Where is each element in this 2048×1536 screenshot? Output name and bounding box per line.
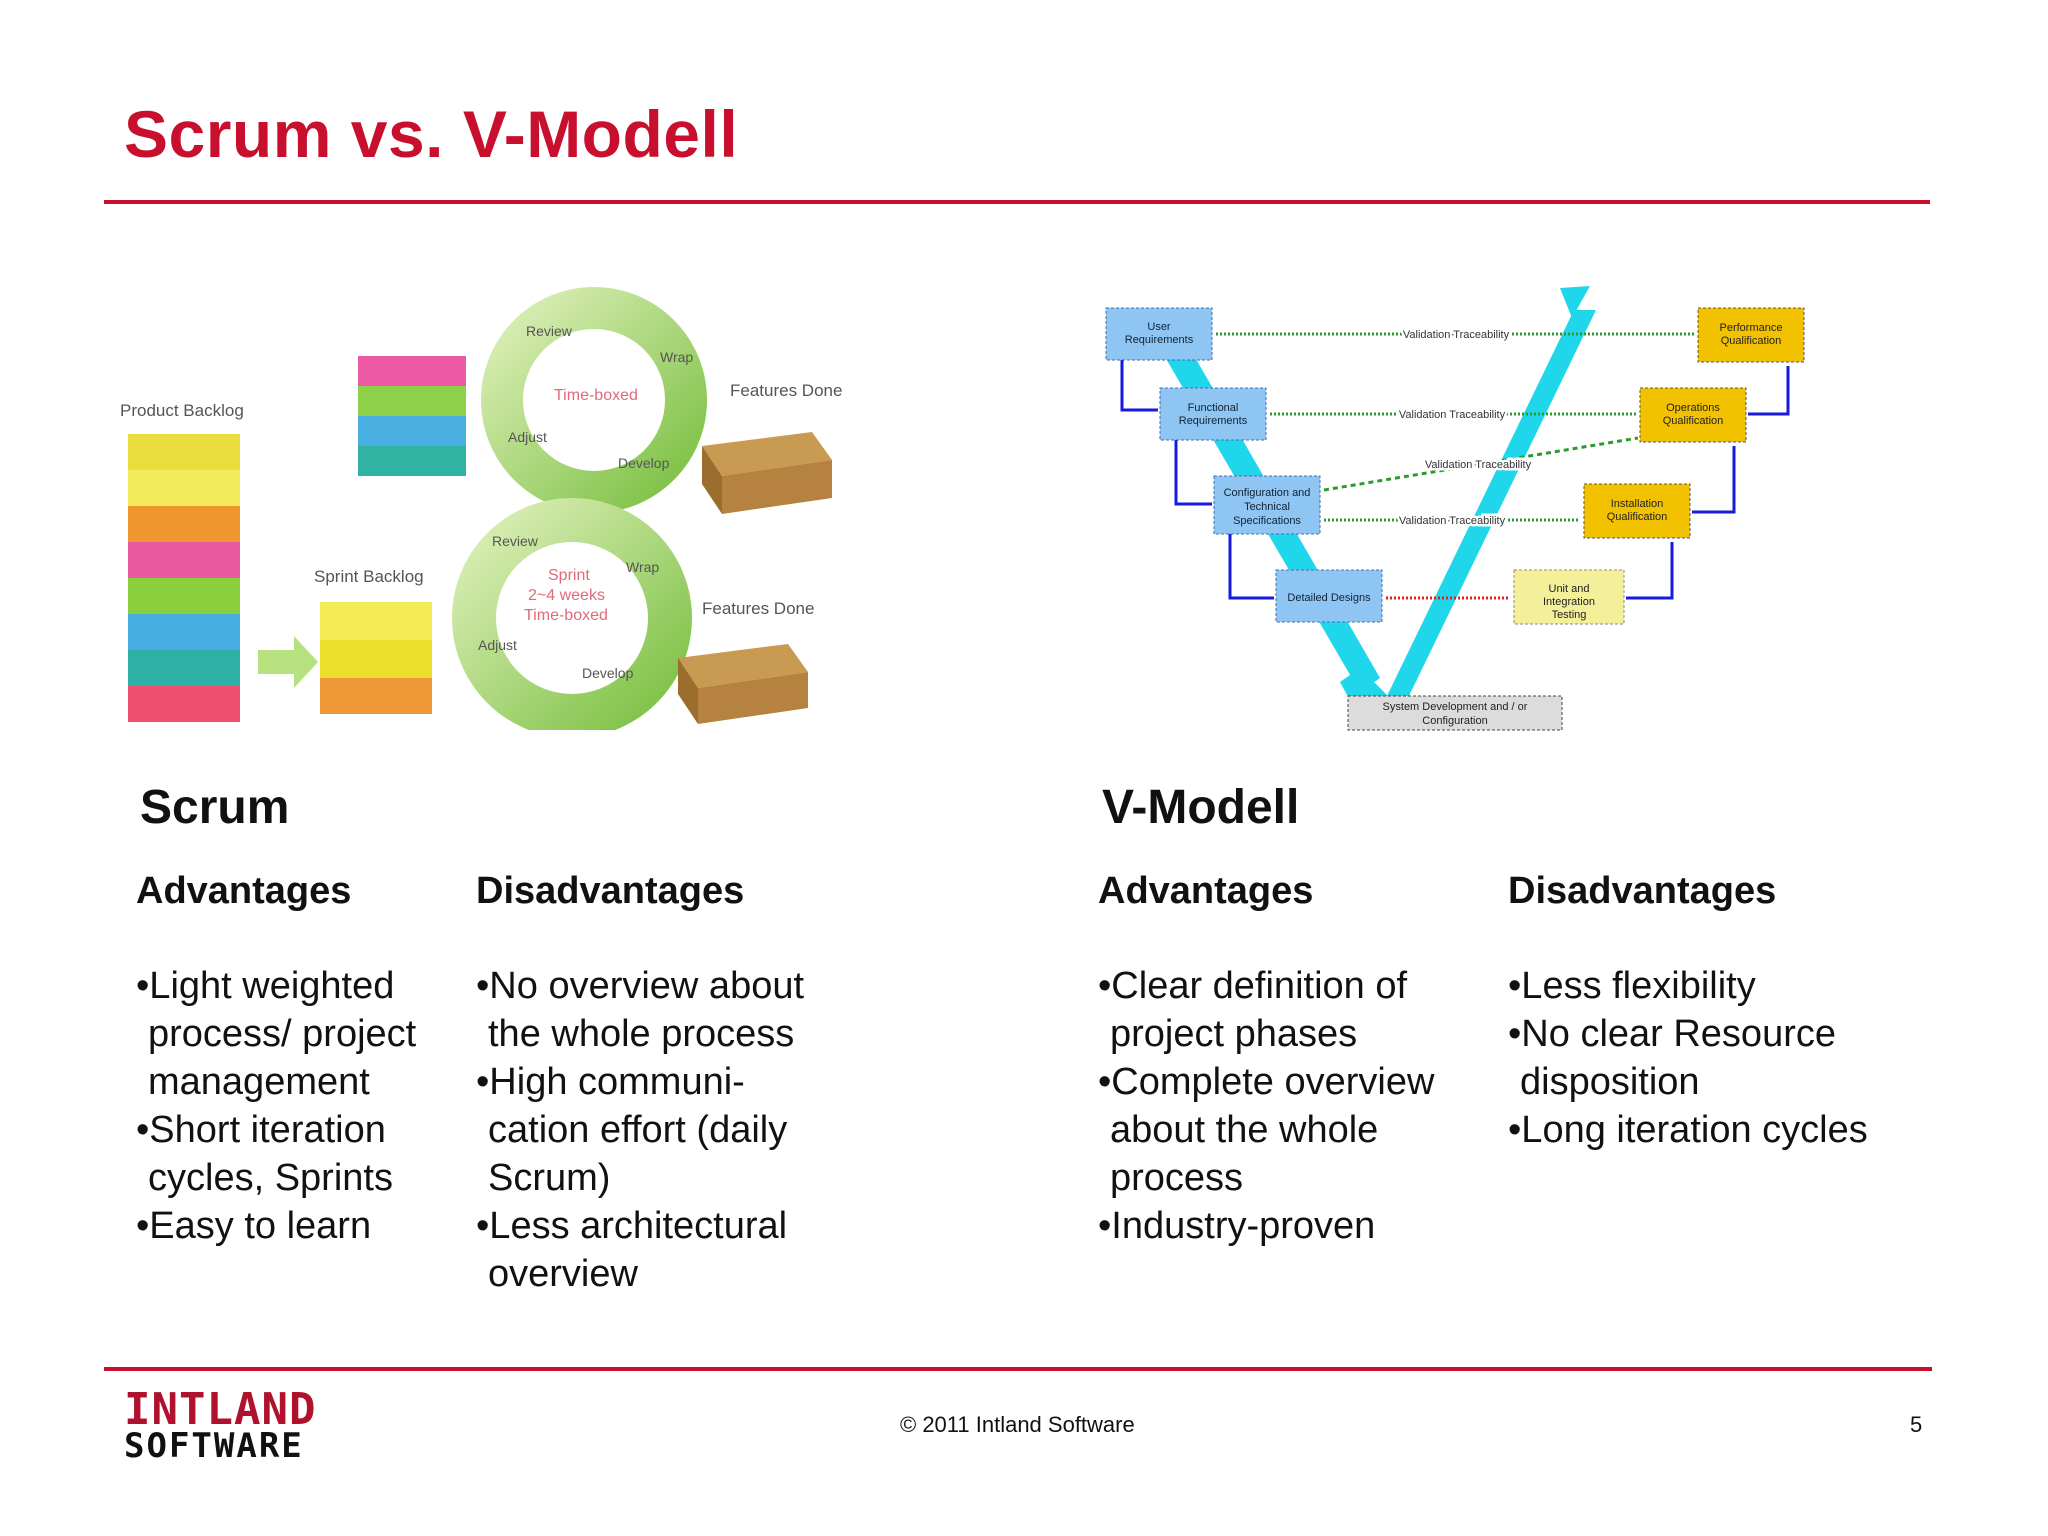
vmodell-advantages-title: Advantages: [1098, 870, 1314, 912]
scrum-process-diagram: Product Backlog Review Wrap Adjust Devel…: [120, 287, 842, 730]
logo-line1: INTLAND: [124, 1384, 317, 1435]
svg-text:Requirements: Requirements: [1179, 415, 1248, 427]
svg-text:Validation Traceability: Validation Traceability: [1403, 329, 1510, 341]
cycle-top: Review Wrap Adjust Develop Time-boxed: [481, 287, 707, 513]
list-item: •Industry-proven: [1098, 1205, 1376, 1247]
product-backlog-stack: [128, 434, 240, 722]
list-item: •Complete overview about the whole proce…: [1098, 1061, 1435, 1199]
svg-text:System Development and / or: System Development and / or: [1383, 701, 1528, 713]
sprint-backlog-label: Sprint Backlog: [314, 567, 424, 586]
arrow-icon: [258, 636, 318, 688]
svg-text:Testing: Testing: [1552, 609, 1587, 621]
vmodell-heading: V-Modell: [1102, 781, 1300, 834]
vmodell-disadvantages-title: Disadvantages: [1508, 870, 1777, 912]
cycle1-wrap: Wrap: [660, 349, 693, 365]
cycle-bottom: Review Wrap Adjust Develop Sprint 2~4 we…: [452, 498, 692, 730]
svg-text:Installation: Installation: [1611, 498, 1664, 510]
vmodell-disadvantages-list: •Less flexibility •No clear Resource dis…: [1508, 962, 1928, 1154]
list-item: •High communi- cation effort (daily Scru…: [476, 1061, 788, 1199]
list-item: •Easy to learn: [136, 1205, 372, 1247]
cycle1-adjust: Adjust: [508, 429, 547, 445]
svg-text:Validation Traceability: Validation Traceability: [1425, 459, 1532, 471]
cycle2-develop: Develop: [582, 665, 634, 681]
svg-text:Detailed Designs: Detailed Designs: [1287, 592, 1371, 604]
vmodell-advantages-list: •Clear definition of project phases •Com…: [1098, 962, 1498, 1250]
svg-text:Configuration and: Configuration and: [1224, 487, 1311, 499]
intland-logo: INTLAND SOFTWARE: [124, 1384, 317, 1466]
svg-text:Requirements: Requirements: [1125, 334, 1194, 346]
footer-divider: [104, 1367, 1932, 1371]
cycle2-wrap: Wrap: [626, 559, 659, 575]
scrum-heading: Scrum: [140, 781, 290, 834]
sprint-stack-top: [358, 356, 466, 476]
svg-text:Operations: Operations: [1666, 402, 1720, 414]
title-divider: [104, 200, 1930, 204]
features-done-label-2: Features Done: [702, 599, 814, 618]
box-icon-bottom: [678, 644, 808, 724]
cycle2-center-1: Sprint: [548, 567, 590, 584]
cycle1-develop: Develop: [618, 455, 670, 471]
svg-text:Qualification: Qualification: [1607, 511, 1668, 523]
cycle2-center-3: Time-boxed: [524, 607, 608, 624]
scrum-advantages-list: •Light weighted process/ project managem…: [136, 962, 456, 1250]
svg-text:Functional: Functional: [1188, 402, 1239, 414]
list-item: •Less flexibility: [1508, 965, 1756, 1007]
list-item: •No overview about the whole process: [476, 965, 805, 1055]
logo-line2: SOFTWARE: [124, 1426, 304, 1466]
svg-text:Integration: Integration: [1543, 596, 1595, 608]
svg-text:Configuration: Configuration: [1422, 715, 1487, 727]
svg-text:Qualification: Qualification: [1721, 335, 1782, 347]
scrum-disadvantages-title: Disadvantages: [476, 870, 745, 912]
svg-text:Qualification: Qualification: [1663, 415, 1724, 427]
cycle2-center-2: 2~4 weeks: [528, 587, 605, 604]
box-icon-top: [702, 432, 832, 514]
cycle1-center: Time-boxed: [554, 387, 638, 404]
cycle1-review: Review: [526, 323, 573, 339]
svg-text:User: User: [1147, 321, 1171, 333]
list-item: •Light weighted process/ project managem…: [136, 965, 417, 1103]
svg-text:Validation Traceability: Validation Traceability: [1399, 409, 1506, 421]
scrum-disadvantages-list: •No overview about the whole process •Hi…: [476, 962, 856, 1298]
copyright-text: © 2011 Intland Software: [900, 1412, 1135, 1437]
list-item: •Short iteration cycles, Sprints: [136, 1109, 393, 1199]
list-item: •Less architectural overview: [476, 1205, 788, 1295]
sprint-backlog-stack: [320, 602, 432, 714]
scrum-advantages-title: Advantages: [136, 870, 352, 912]
cycle2-adjust: Adjust: [478, 637, 517, 653]
page-number: 5: [1910, 1412, 1923, 1437]
v-right-arm: [1386, 310, 1596, 698]
svg-text:Technical: Technical: [1244, 501, 1290, 513]
svg-text:Unit and: Unit and: [1549, 583, 1590, 595]
svg-text:Specifications: Specifications: [1233, 515, 1301, 527]
slide-title: Scrum vs. V-Modell: [124, 97, 739, 171]
svg-text:Performance: Performance: [1720, 322, 1783, 334]
features-done-label-1: Features Done: [730, 381, 842, 400]
product-backlog-label: Product Backlog: [120, 401, 244, 420]
list-item: •Clear definition of project phases: [1098, 965, 1408, 1055]
list-item: •No clear Resource disposition: [1508, 1013, 1836, 1103]
cycle2-review: Review: [492, 533, 539, 549]
svg-text:Validation Traceability: Validation Traceability: [1399, 515, 1506, 527]
list-item: •Long iteration cycles: [1508, 1109, 1868, 1151]
v-model-diagram: User Requirements Functional Requirement…: [1105, 286, 1805, 731]
